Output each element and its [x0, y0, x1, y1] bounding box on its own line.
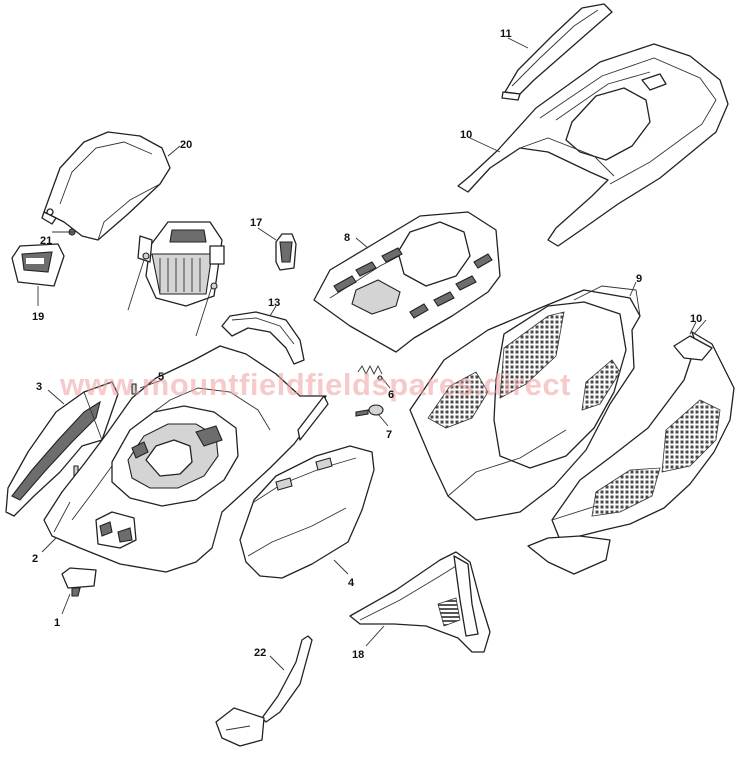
part-7-washer[interactable] [355, 404, 384, 417]
part-17-safety-key[interactable] [275, 233, 297, 271]
callout-7: 7 [386, 429, 392, 441]
leader-lines [37, 37, 697, 671]
part-12-handle-grip[interactable] [501, 3, 613, 101]
callout-1: 1 [54, 617, 60, 629]
part-2-main-chassis[interactable] [43, 345, 327, 573]
callout-20: 20 [180, 139, 192, 151]
callout-11: 10 [460, 129, 472, 141]
part-3-left-panel[interactable] [5, 381, 119, 517]
callout-4: 4 [348, 577, 355, 589]
battery-pack[interactable] [127, 221, 225, 337]
callout-13: 13 [268, 297, 280, 309]
callout-12: 11 [500, 28, 512, 40]
watermark: www.mountfieldfieldspares.direct [59, 367, 571, 402]
part-19-badge[interactable] [11, 243, 65, 287]
part-20-battery-lid[interactable] [41, 131, 171, 241]
callout-8: 8 [344, 232, 350, 244]
part-18-rear-flap[interactable] [349, 551, 491, 653]
callout-6: 6 [388, 389, 394, 401]
callout-3: 3 [36, 381, 42, 393]
part-11-upper-cover[interactable] [457, 43, 729, 247]
part-10-grass-box-base[interactable] [527, 319, 735, 575]
callout-21: 21 [40, 235, 52, 247]
part-22-mulch-plug[interactable] [215, 635, 313, 747]
callout-18: 18 [352, 649, 364, 661]
callout-5: 5 [158, 371, 164, 383]
part-9-grass-box[interactable] [409, 285, 641, 521]
part-8-control-panel[interactable] [313, 211, 501, 353]
part-4-right-panel[interactable] [239, 395, 375, 579]
part-1-clip[interactable] [61, 567, 97, 597]
part-13-bail-bar[interactable] [221, 311, 305, 365]
callout-10: 10 [690, 313, 702, 325]
callout-2: 2 [32, 553, 38, 565]
callout-9: 9 [636, 273, 642, 285]
callout-19: 19 [32, 311, 44, 323]
callout-numbers: 11 10 20 21 19 17 8 9 10 13 5 3 6 7 2 1 … [32, 28, 702, 661]
callout-17: 17 [250, 217, 262, 229]
callout-22: 22 [254, 647, 266, 659]
